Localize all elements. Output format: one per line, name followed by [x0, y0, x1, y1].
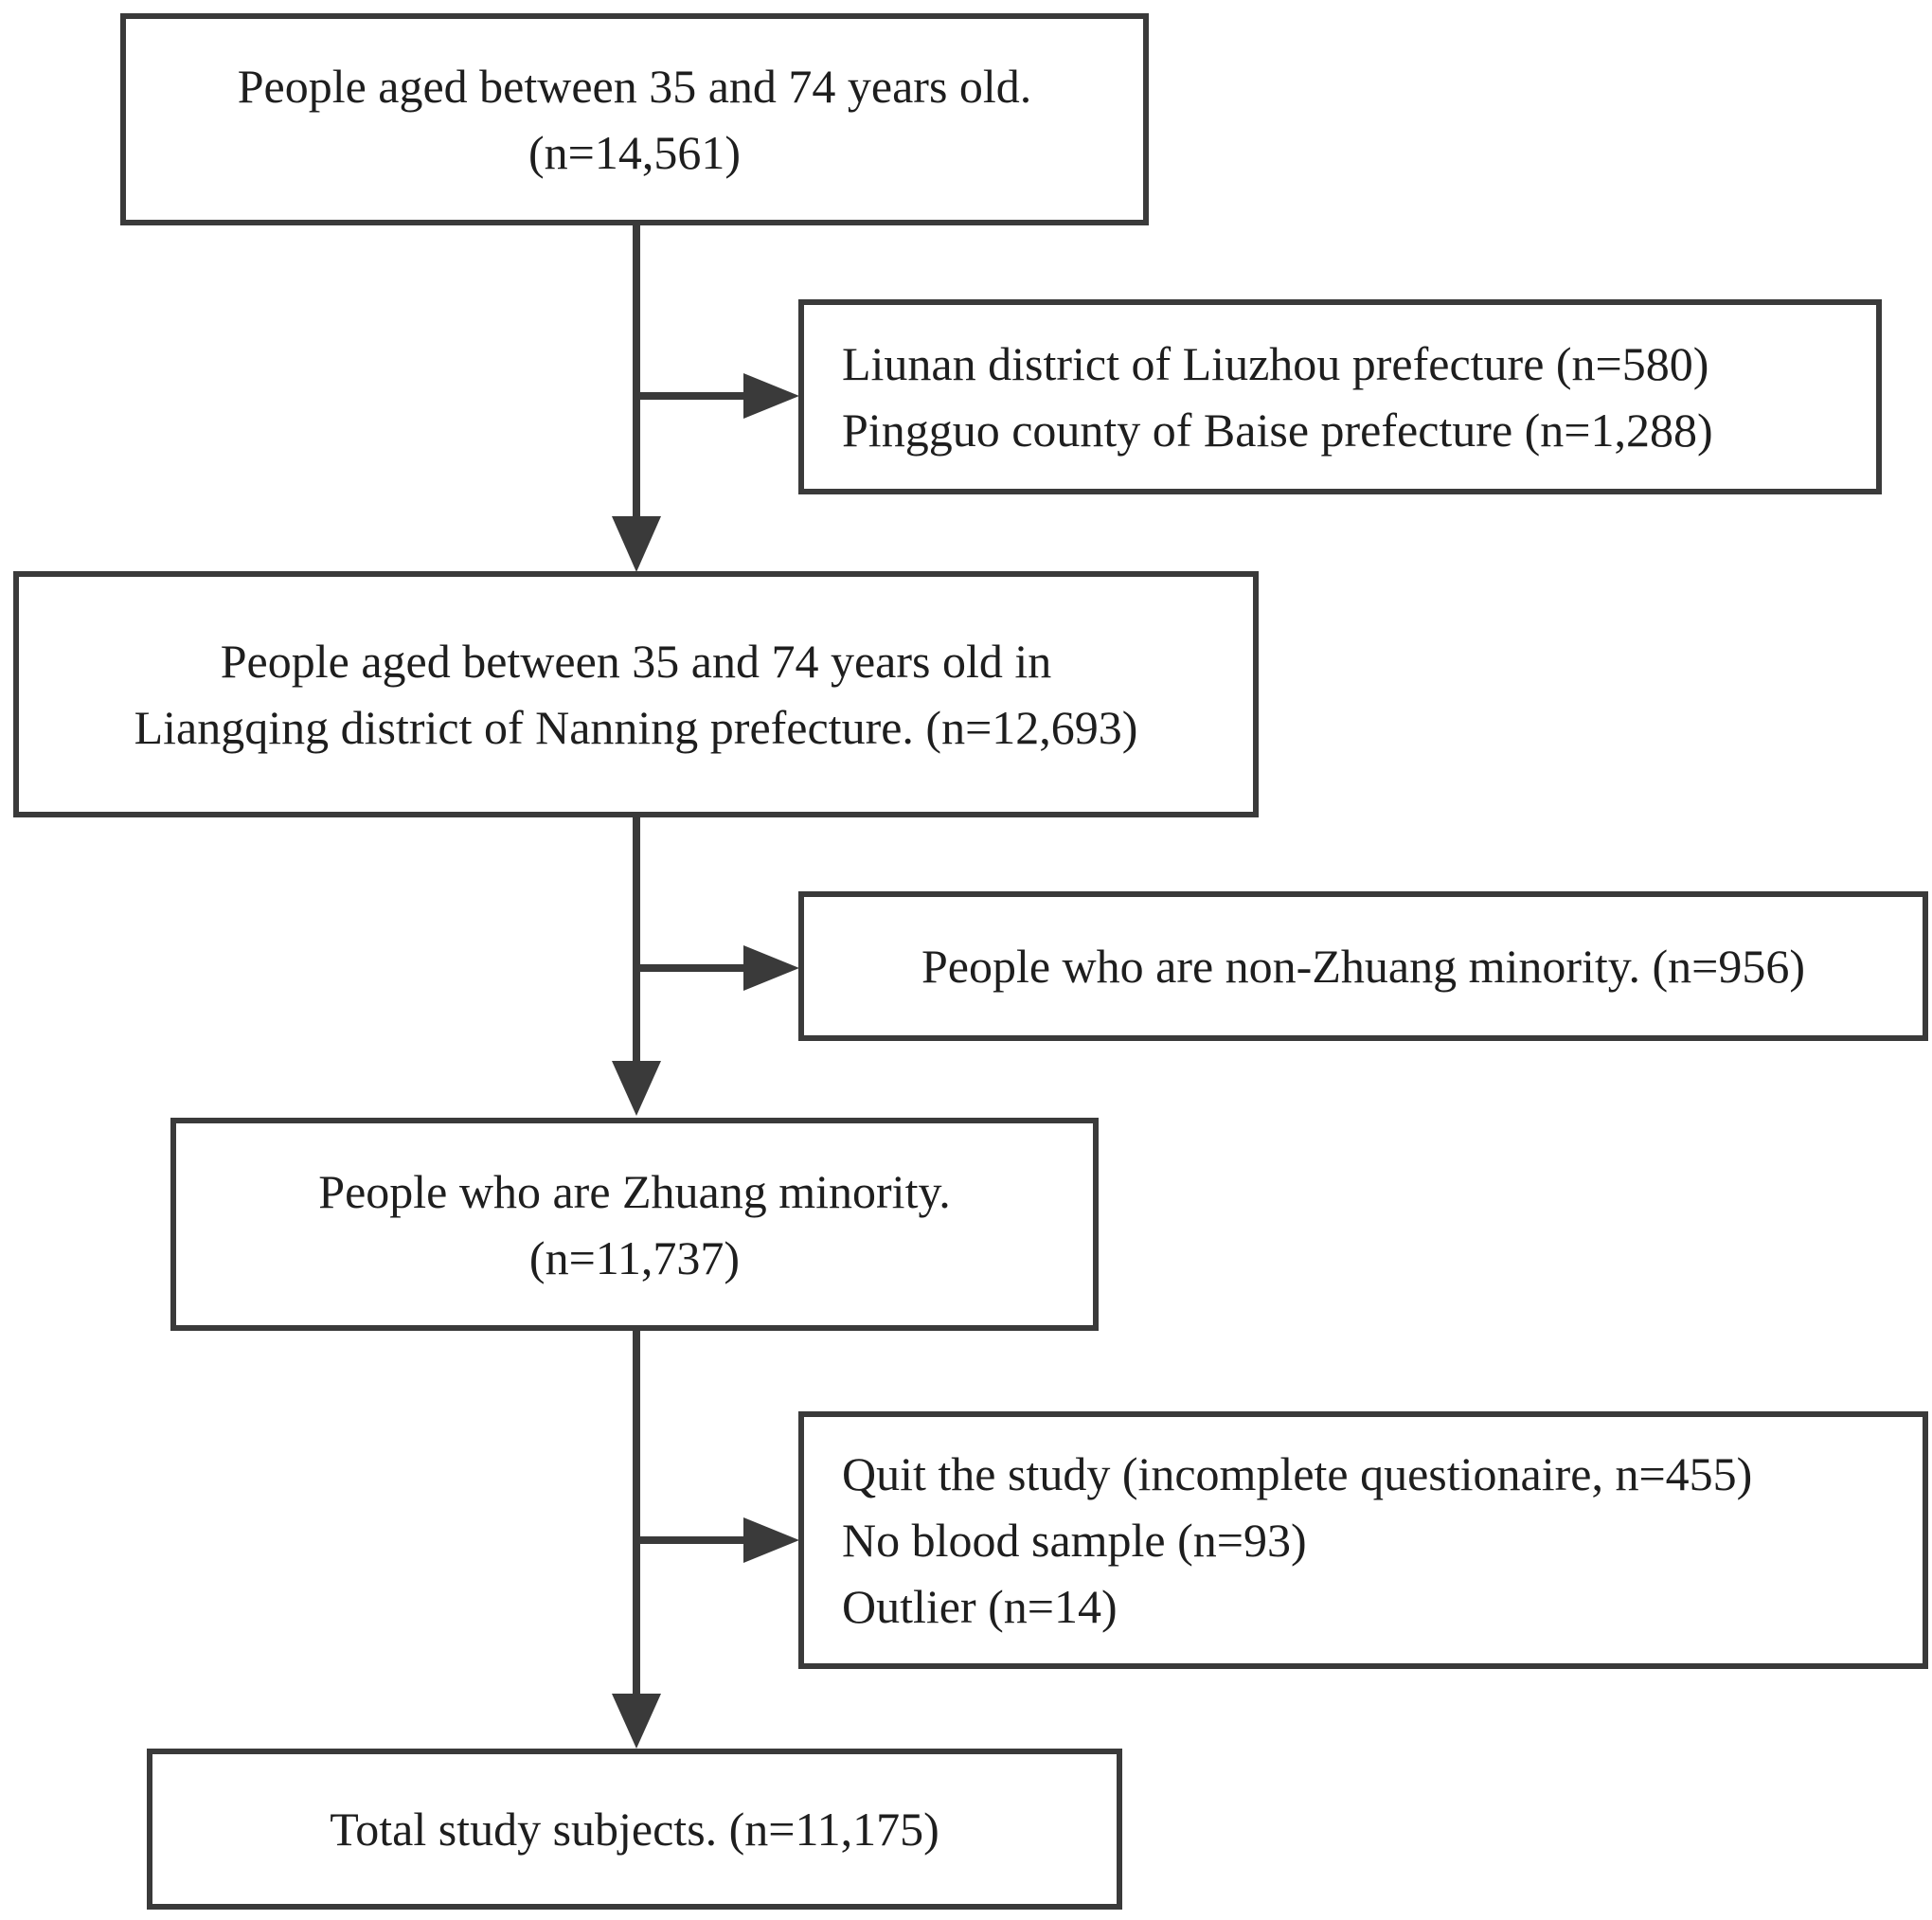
right-arrow-3 [743, 1517, 799, 1563]
box-initial-population-line-1: People aged between 35 and 74 years old. [237, 60, 1032, 113]
box-exclusion-regions: Liunan district of Liuzhou prefecture (n… [798, 299, 1882, 494]
box-exclusion-incomplete-line-3: Outlier (n=14) [842, 1580, 1118, 1633]
box-exclusion-non-zhuang-line-1: People who are non-Zhuang minority. (n=9… [921, 940, 1806, 993]
box-zhuang-population: People who are Zhuang minority. (n=11,73… [170, 1118, 1099, 1331]
box-liangqing-population-line-1: People aged between 35 and 74 years old … [220, 635, 1052, 688]
box-exclusion-incomplete: Quit the study (incomplete questionaire,… [798, 1411, 1928, 1669]
box-exclusion-incomplete-line-2: No blood sample (n=93) [842, 1514, 1307, 1567]
down-arrow-1 [612, 516, 661, 572]
box-zhuang-population-line-2: (n=11,737) [528, 1230, 741, 1284]
box-zhuang-population-line-1: People who are Zhuang minority. [318, 1164, 951, 1218]
box-exclusion-regions-line-2: Pingguo county of Baise prefecture (n=1,… [842, 404, 1713, 457]
down-arrow-3 [612, 1694, 661, 1749]
box-exclusion-non-zhuang: People who are non-Zhuang minority. (n=9… [798, 891, 1928, 1041]
box-total-subjects: Total study subjects. (n=11,175) [147, 1749, 1122, 1910]
down-arrow-2 [612, 1061, 661, 1116]
box-exclusion-regions-line-1: Liunan district of Liuzhou prefecture (n… [842, 337, 1709, 390]
box-initial-population: People aged between 35 and 74 years old.… [120, 13, 1149, 225]
box-liangqing-population-line-2: Liangqing district of Nanning prefecture… [134, 701, 1138, 754]
box-liangqing-population: People aged between 35 and 74 years old … [13, 571, 1259, 817]
right-arrow-1 [743, 373, 799, 419]
box-exclusion-incomplete-line-1: Quit the study (incomplete questionaire,… [842, 1447, 1753, 1500]
box-total-subjects-line-1: Total study subjects. (n=11,175) [330, 1803, 939, 1856]
right-arrow-2 [743, 945, 799, 991]
box-initial-population-line-2: (n=14,561) [528, 126, 741, 179]
